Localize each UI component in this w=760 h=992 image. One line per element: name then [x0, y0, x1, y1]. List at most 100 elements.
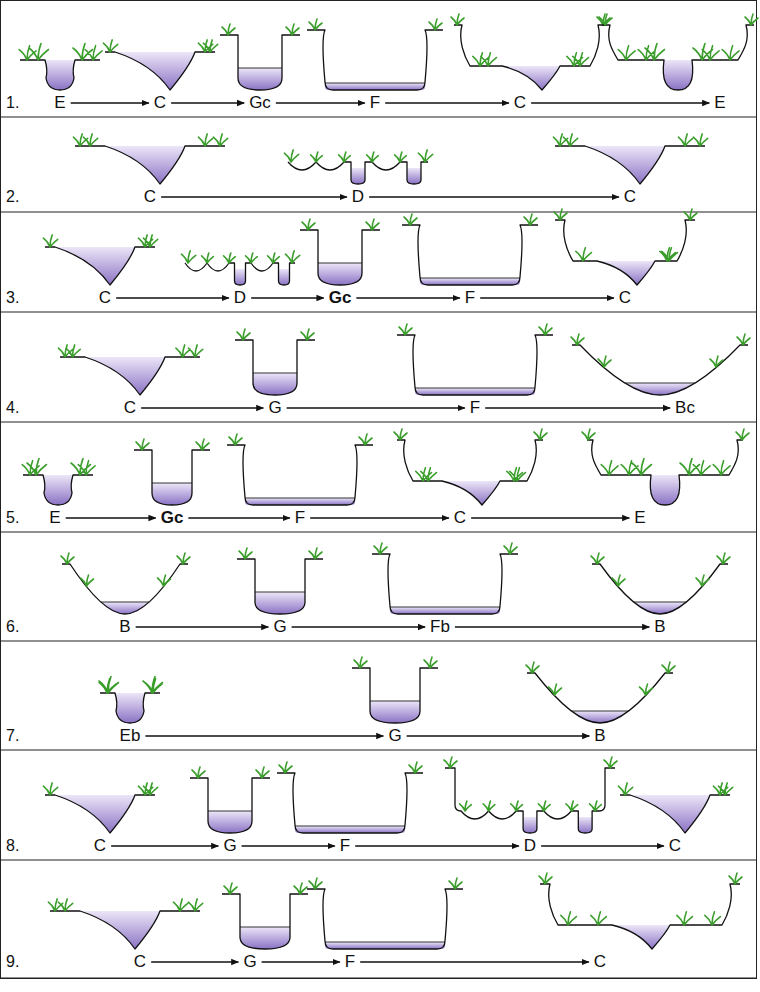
stream-type-code: C [624, 187, 636, 206]
row-separator [0, 749, 757, 750]
water [238, 68, 282, 90]
grass-tuft [73, 134, 227, 146]
sequence-arrow [310, 517, 449, 518]
channel-cross-section [73, 134, 227, 184]
grass-tuft [539, 873, 742, 925]
grass-tuft [136, 439, 209, 450]
channel-cross-section [599, 14, 758, 90]
sequence-arrow [71, 102, 149, 103]
stream-type-code: C [94, 836, 106, 855]
channel-cross-section [237, 548, 323, 614]
row-separator [0, 421, 757, 422]
grass-tuft [571, 334, 750, 367]
stream-type-label: Gc [327, 289, 354, 308]
stream-type-code: F [470, 398, 480, 417]
stream-type-code: G [388, 726, 401, 745]
water [55, 795, 135, 833]
water [208, 811, 252, 833]
stream-type-code: Gc [329, 288, 352, 307]
grass-tuft [99, 677, 163, 694]
channel-bank [307, 889, 463, 949]
grass-tuft [309, 19, 442, 30]
channel-bank [620, 795, 730, 833]
stream-type-code: E [714, 93, 725, 112]
row-separator [0, 211, 757, 212]
sequence-arrow [161, 196, 347, 197]
grass-tuft [309, 878, 462, 889]
stream-type-code: C [669, 836, 681, 855]
water [115, 52, 195, 90]
water [585, 146, 665, 184]
channel-cross-section [220, 24, 300, 90]
stream-type-label: Gc [159, 509, 186, 528]
stream-type-code: C [619, 288, 631, 307]
grass-tuft [239, 548, 322, 559]
water [390, 607, 500, 614]
grass-tuft [554, 209, 697, 261]
water-surface [571, 711, 628, 712]
sequence-arrow [407, 735, 590, 736]
row-number: 5. [6, 509, 19, 527]
stream-type-code: E [54, 93, 65, 112]
water-surface [240, 927, 290, 928]
water-surface [238, 68, 282, 69]
sequence-arrow [369, 196, 619, 197]
grass-tuft [399, 324, 552, 335]
stream-type-code: Gc [161, 508, 184, 527]
water [370, 701, 420, 723]
grass-tuft [394, 429, 547, 481]
stream-type-code: G [268, 398, 281, 417]
sequence-arrow [242, 845, 335, 846]
sequence-arrow [171, 102, 244, 103]
grass-tuft [618, 783, 732, 795]
water-surface [634, 602, 687, 603]
stream-type-code: G [273, 617, 286, 636]
channel-cross-section [58, 345, 202, 395]
sequence-arrow [262, 961, 340, 962]
water [55, 247, 135, 285]
row-number: 9. [6, 953, 19, 971]
row-separator [0, 116, 757, 117]
stream-type-label: C [122, 399, 138, 418]
stream-type-code: E [634, 508, 645, 527]
channel-cross-section [22, 459, 95, 506]
channel-cross-section [352, 657, 438, 723]
stream-type-label: F [468, 399, 482, 418]
grass-tuft [284, 150, 432, 162]
channel-bank [397, 335, 553, 395]
stream-type-label: G [266, 399, 283, 418]
stream-type-label: G [221, 837, 238, 856]
sequence-arrow [356, 297, 459, 298]
water [351, 168, 365, 184]
channel-bank [190, 778, 270, 833]
channel-bank [572, 345, 748, 395]
channel-cross-section [43, 235, 157, 285]
water [630, 795, 710, 833]
row-number: 2. [6, 188, 19, 206]
sequence-arrow [116, 297, 229, 298]
water-surface [370, 701, 420, 702]
stream-type-label: E [632, 509, 647, 528]
water [578, 817, 592, 833]
stream-type-label: Bc [673, 399, 697, 418]
stream-type-code: F [465, 288, 475, 307]
channel-cross-section [222, 883, 308, 949]
row-number: 3. [6, 289, 19, 307]
channel-bank [45, 795, 155, 833]
channel-cross-section [394, 429, 547, 505]
channel-bank [100, 693, 160, 723]
stream-type-label: F [368, 94, 382, 113]
channel-bank [402, 225, 538, 285]
channel-cross-section [554, 209, 697, 285]
stream-type-label: C [132, 953, 148, 972]
grass-tuft [43, 235, 157, 247]
water [407, 168, 421, 184]
stream-type-label: C [142, 188, 158, 207]
water [235, 269, 246, 285]
stream-type-label: B [652, 618, 667, 637]
channel-bank [307, 30, 443, 90]
water-surface [420, 278, 520, 279]
stream-type-code: C [134, 952, 146, 971]
grass-tuft [181, 251, 299, 263]
stream-type-code: F [340, 836, 350, 855]
